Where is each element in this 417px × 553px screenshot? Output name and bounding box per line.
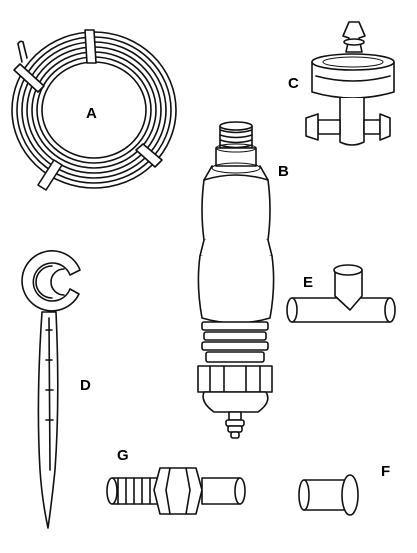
label-f: F <box>381 463 390 480</box>
label-c: C <box>288 75 299 92</box>
drip-emitter-icon <box>305 21 395 146</box>
end-plug-icon <box>298 474 359 516</box>
label-d: D <box>80 377 91 394</box>
label-a: A <box>86 105 97 122</box>
tubing-stake-icon <box>21 250 81 529</box>
pressure-regulator-filter-icon <box>197 121 275 439</box>
label-g: G <box>117 447 129 464</box>
tubing-coil-icon <box>11 29 177 191</box>
tee-connector-icon <box>286 264 396 323</box>
label-e: E <box>303 274 313 291</box>
threaded-adapter-icon <box>106 467 246 515</box>
label-b: B <box>278 163 289 180</box>
